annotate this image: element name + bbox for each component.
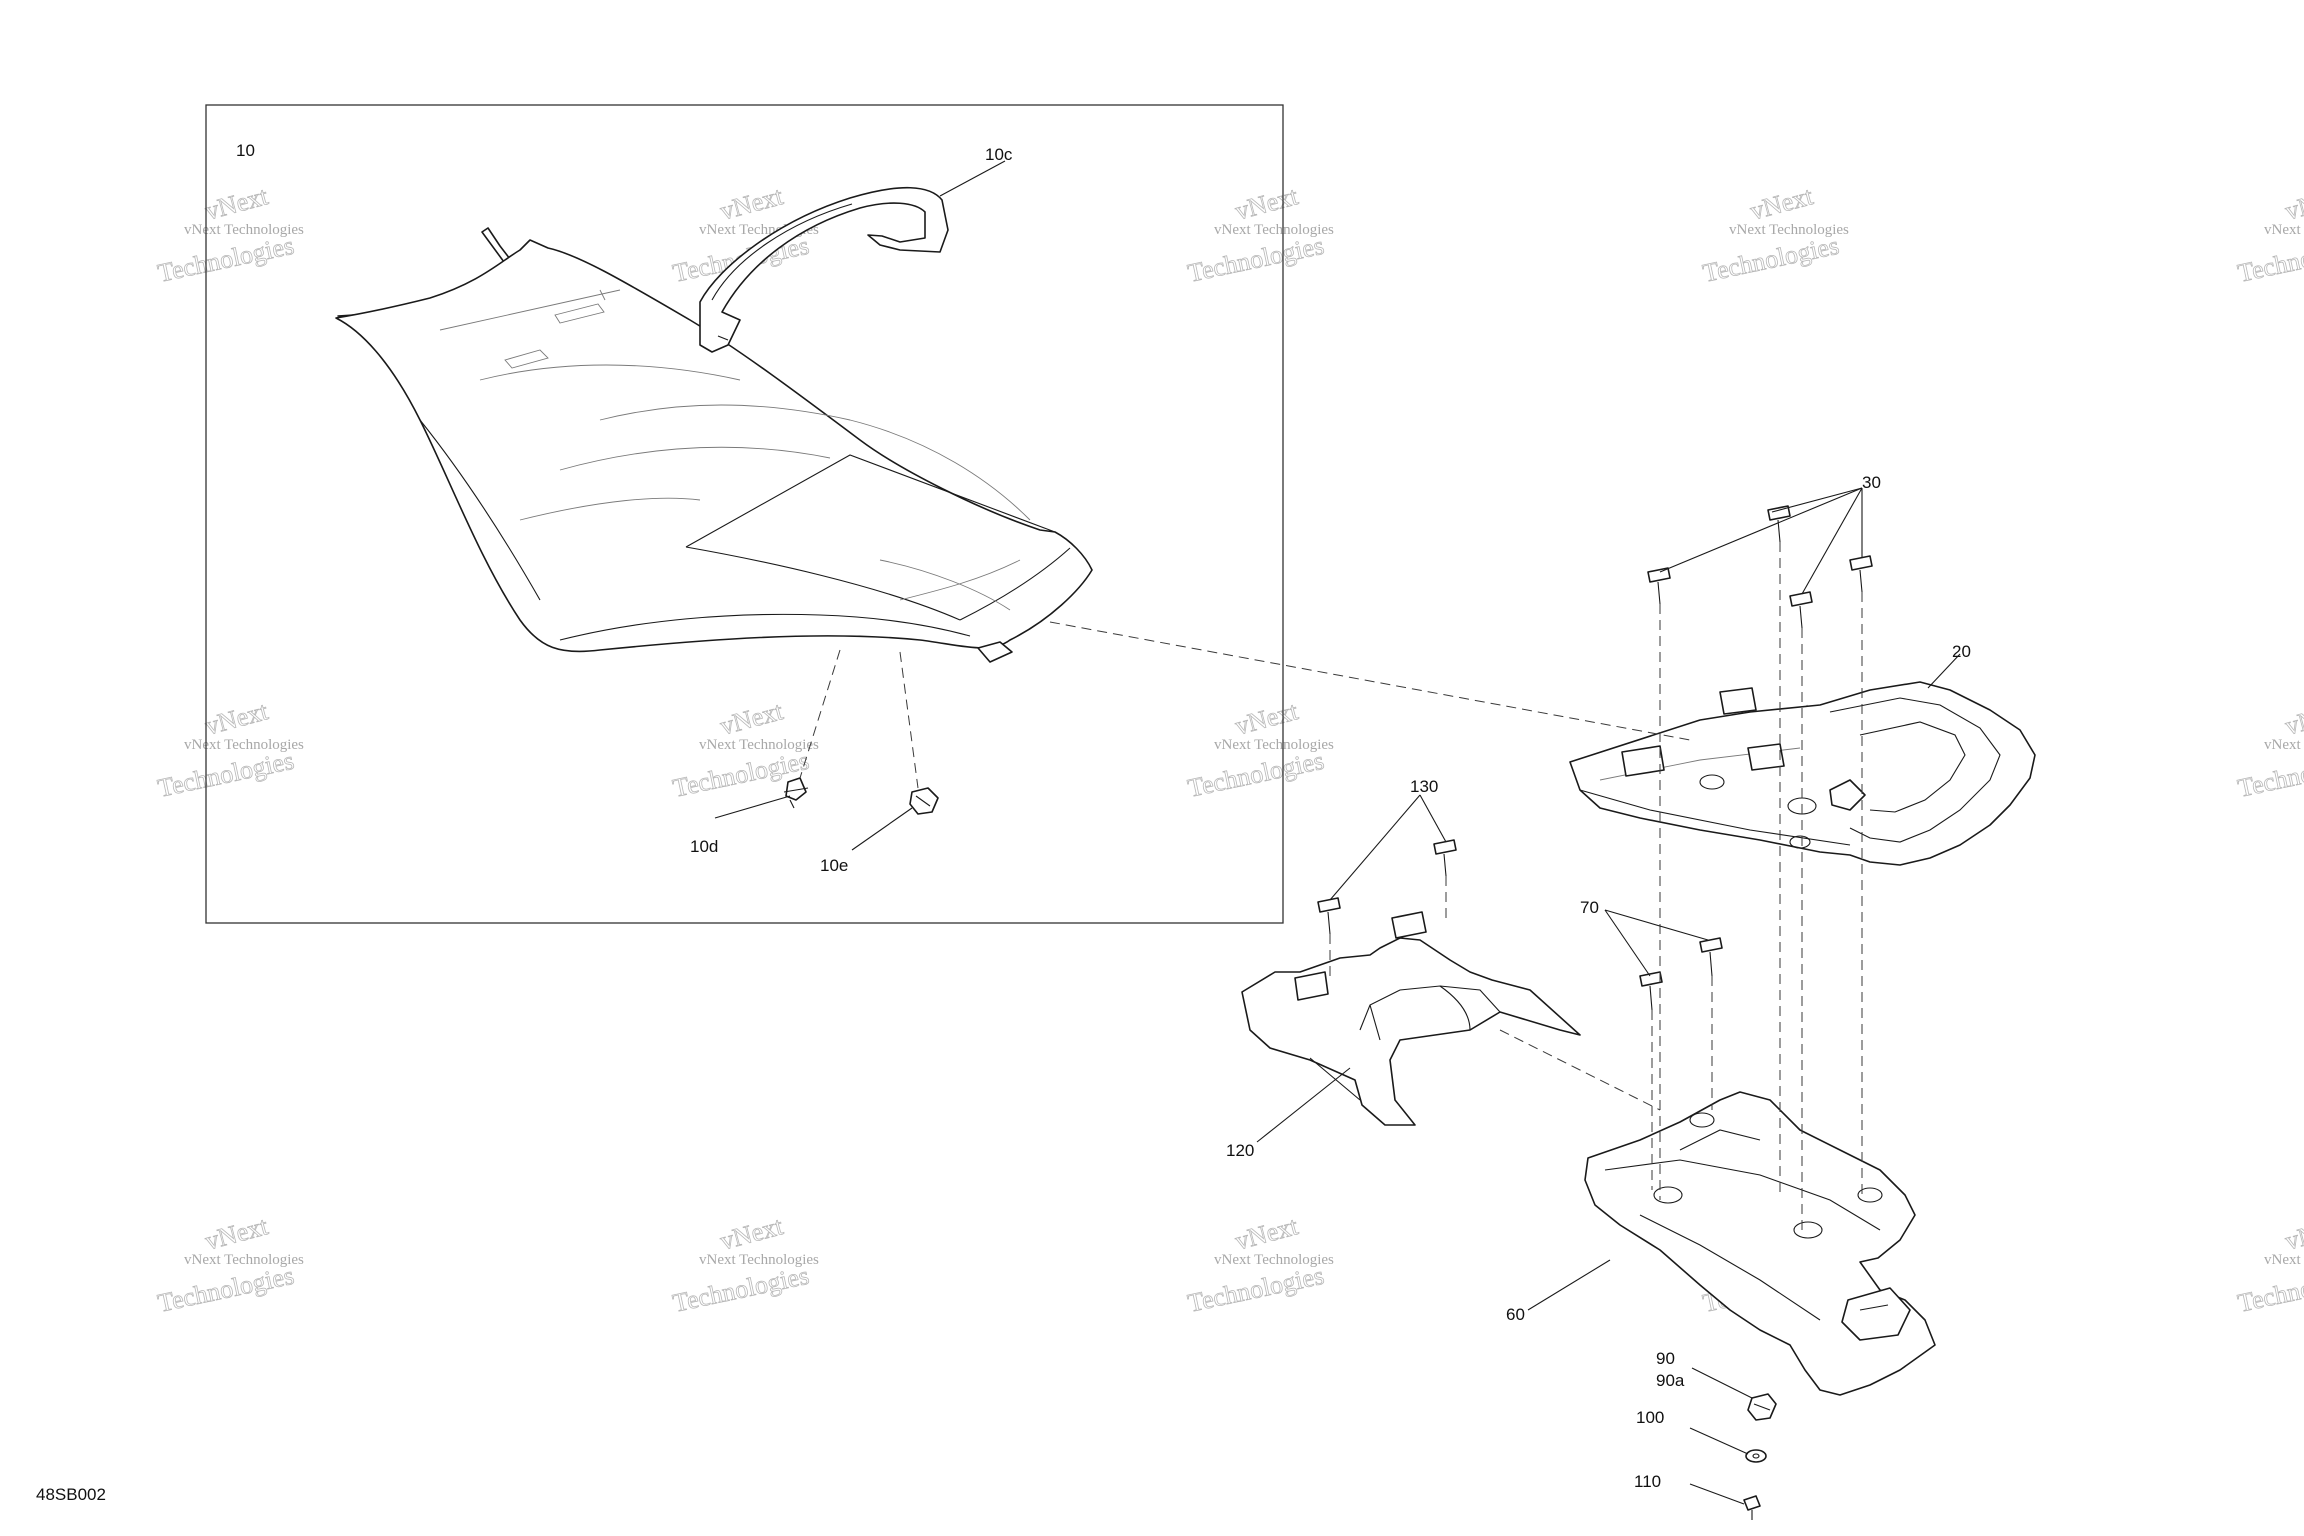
bolt-110[interactable] [1743,1495,1761,1520]
watermark-line2: vNext [202,1211,272,1256]
watermark-line3: Technologies [2235,746,2304,803]
watermark-line1: vNext Technologies [1214,222,1334,238]
watermark-line1: vNext Technologies [184,222,304,238]
label-10c: 10c [985,145,1013,164]
screw-130-a[interactable] [1317,897,1341,935]
nut-10e[interactable] [909,787,939,815]
watermark-line2: vNext [717,181,787,226]
watermark-line2: vNext [2282,696,2304,741]
screws [1317,505,1873,1520]
screw-130-b[interactable] [1433,839,1457,877]
leader-lines [714,160,1961,1505]
seat-assembly[interactable] [335,227,1093,663]
label-120: 120 [1226,1141,1254,1160]
label-20: 20 [1952,642,1971,661]
watermark-line1: vNext Technologies [184,737,304,753]
watermark-line2: vNext [717,696,787,741]
storage-tray-120[interactable] [1241,911,1581,1126]
label-110: 110 [1634,1472,1661,1491]
watermark-line1: vNext Technologies [1214,737,1334,753]
clip-10d[interactable] [783,777,809,809]
watermark-line1: vNext Technologies [699,737,819,753]
label-100: 100 [1636,1408,1664,1427]
label-70: 70 [1580,898,1599,917]
watermark-line3: Technologies [155,231,296,288]
screw-30-b[interactable] [1767,505,1791,543]
screw-30-a[interactable] [1647,567,1671,605]
screw-30-c[interactable] [1789,591,1813,629]
seat-support-60[interactable] [1584,1091,1936,1396]
watermark-line2: vNext [1747,181,1817,226]
watermark-line1: vNext Technologies [699,1252,819,1268]
seat-strap-10c[interactable] [699,186,949,353]
label-90a: 90a [1656,1371,1685,1390]
label-90: 90 [1656,1349,1675,1368]
assembly-lines [799,542,1863,1230]
watermark-line1: vNext Technologies [184,1252,304,1268]
watermark-line2: vNext [202,181,272,226]
callout-labels: 10 10c 10d 10e 20 30 60 70 90 90a 100 11… [36,141,1971,1504]
watermark-line2: vNext [1232,696,1302,741]
watermark-line3: Technologies [155,1261,296,1318]
nut-90[interactable] [1747,1393,1777,1421]
watermark-line2: vNext [1232,181,1302,226]
watermark-line3: Technologies [155,746,296,803]
watermark-line1: vNext Technologies [1729,222,1849,238]
watermark-line1: vNext Technologies [2264,737,2304,753]
watermark-line1: vNext Technologies [1214,1252,1334,1268]
watermark-line3: Technologies [1185,746,1326,803]
screw-30-d[interactable] [1849,555,1873,593]
watermark-line3: Technologies [1700,231,1841,288]
watermark-line3: Technologies [1185,1261,1326,1318]
watermark-line2: vNext [2282,1211,2304,1256]
label-130: 130 [1410,777,1438,796]
watermark-line3: Technologies [2235,1261,2304,1318]
washer-100[interactable] [1745,1449,1767,1463]
watermark-line1: vNext Technologies [2264,222,2304,238]
watermark-line3: Technologies [670,1261,811,1318]
label-10d: 10d [690,837,718,856]
screw-70-a[interactable] [1639,971,1663,1011]
label-10: 10 [236,141,255,160]
screw-70-b[interactable] [1699,937,1723,977]
label-60: 60 [1506,1305,1525,1324]
watermark-line2: vNext [202,696,272,741]
label-30: 30 [1862,473,1881,492]
seat-kit-frame [205,104,1284,924]
watermark-line3: Technologies [1185,231,1326,288]
watermark-line1: vNext Technologies [2264,1252,2304,1268]
label-10e: 10e [820,856,848,875]
watermark-line2: vNext [717,1211,787,1256]
diagram-id: 48SB002 [36,1485,106,1504]
watermark-line3: Technologies [2235,231,2304,288]
watermark-line2: vNext [2282,181,2304,226]
watermark-line2: vNext [1232,1211,1302,1256]
